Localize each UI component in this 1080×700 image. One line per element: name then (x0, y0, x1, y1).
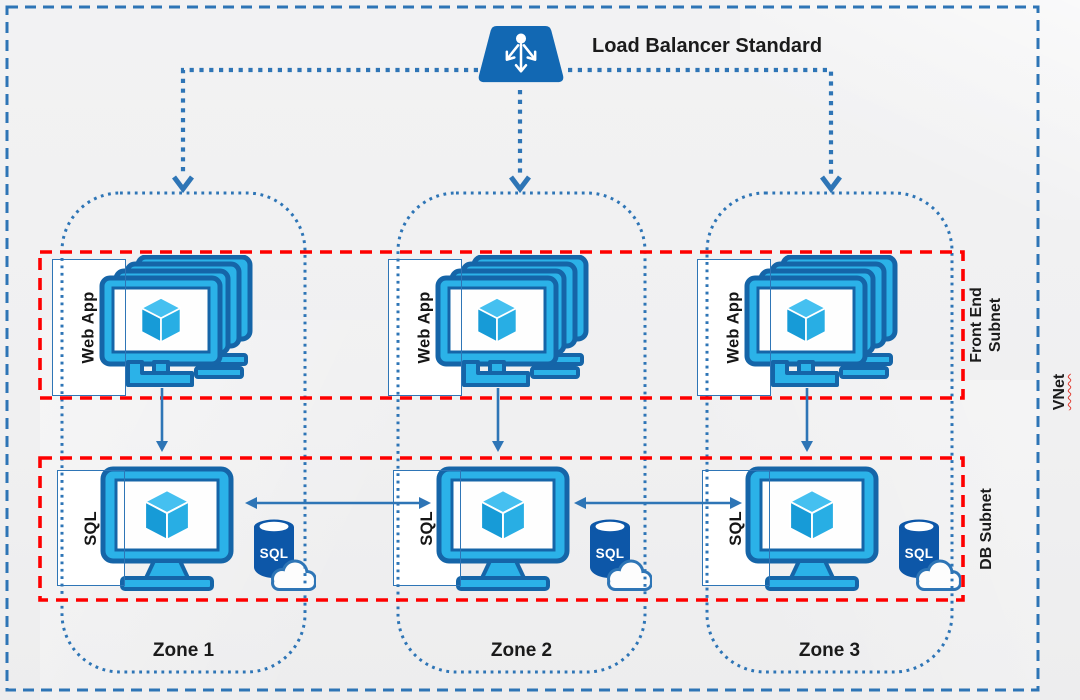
db-subnet-label: DB Subnet (978, 488, 995, 570)
sql-label-frame: SQL (702, 470, 770, 586)
sql-database-label: SQL (904, 546, 934, 561)
web-app-label: Web App (415, 291, 434, 364)
sql-label-frame: SQL (57, 470, 125, 586)
sql-vm-label: SQL (417, 510, 436, 546)
lb-to-zone3-connector (568, 67, 842, 194)
web-app-label-frame: Web App (697, 259, 771, 396)
web-to-sql-arrow-zone3 (801, 388, 813, 452)
sql-label-frame: SQL (393, 470, 461, 586)
web-app-label-frame: Web App (388, 259, 462, 396)
web-to-sql-arrow-zone1 (156, 388, 168, 452)
web-app-label: Web App (79, 291, 98, 364)
lb-to-zone2-connector (509, 90, 531, 194)
sql-database-label: SQL (595, 546, 625, 561)
load-balancer-icon (478, 25, 564, 83)
lb-to-zone1-connector (172, 67, 478, 194)
vnet-label: VNet (1051, 373, 1068, 411)
zone-3-label: Zone 3 (798, 640, 861, 661)
web-app-label: Web App (724, 291, 743, 364)
background-shade (740, 0, 1080, 220)
load-balancer-label: Load Balancer Standard (592, 35, 823, 57)
sql-vm-label: SQL (726, 510, 745, 546)
sql-vm-label: SQL (81, 510, 100, 546)
front-end-subnet-label: Front End Subnet (968, 287, 1005, 363)
web-to-sql-arrow-zone2 (492, 388, 504, 452)
web-app-label-frame: Web App (52, 259, 126, 396)
zone-1-label: Zone 1 (152, 640, 215, 661)
zone-2-label: Zone 2 (490, 640, 553, 661)
sql-database-label: SQL (259, 546, 289, 561)
